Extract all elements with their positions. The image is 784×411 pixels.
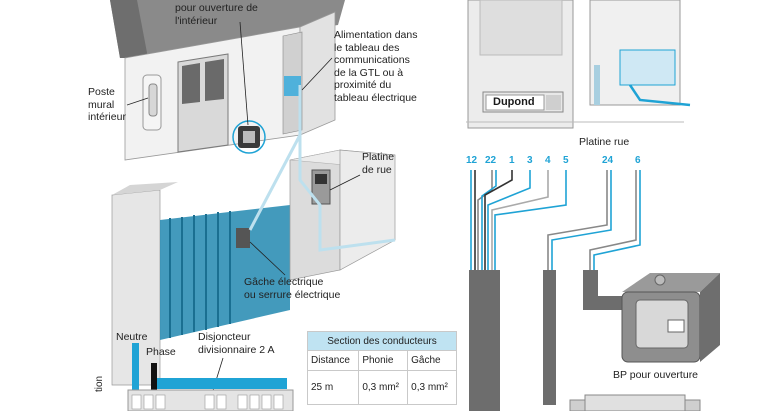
gache-label: Gâche électrique ou serrure électrique xyxy=(244,276,341,301)
cable-sheaths xyxy=(469,270,623,411)
header-phonie: Phonie xyxy=(358,350,409,371)
dupond-nameplate: Dupond xyxy=(493,96,535,108)
terminal-12: 12 xyxy=(466,155,478,166)
table-title: Section des conducteurs xyxy=(307,331,457,351)
header-gache: Gâche xyxy=(407,350,457,371)
bp-interior-label: pour ouverture de l'intérieur xyxy=(175,2,258,27)
bp-interior-box xyxy=(232,120,266,154)
bp-ouverture-box xyxy=(621,273,720,363)
poste-mural-label: Poste mural intérieur xyxy=(88,86,126,123)
platine-rue-right-label: Platine rue xyxy=(579,136,630,148)
terminal-5: 5 xyxy=(563,155,569,166)
cell-distance: 25 m xyxy=(306,370,360,405)
wall-interphone xyxy=(142,74,162,131)
bp-ouverture-label: BP pour ouverture xyxy=(613,369,699,381)
neutre-label: Neutre xyxy=(116,331,148,343)
bottom-device xyxy=(569,394,701,411)
header-distance: Distance xyxy=(306,350,360,371)
platine-devices xyxy=(466,0,691,129)
terminal-4: 4 xyxy=(545,155,551,166)
table-row: 25 m 0,3 mm² 0,3 mm² xyxy=(306,370,457,405)
terminal-22: 22 xyxy=(485,155,497,166)
terminal-6: 6 xyxy=(635,155,641,166)
platine-rue-label: Platine de rue xyxy=(362,151,395,176)
side-text: tion xyxy=(94,375,105,392)
electrical-panel xyxy=(127,343,294,411)
terminal-1: 1 xyxy=(509,155,515,166)
alimentation-label: Alimentation dans le tableau des communi… xyxy=(334,29,418,104)
phase-label: Phase xyxy=(146,346,176,358)
section-table: Section des conducteurs Distance Phonie … xyxy=(306,331,457,405)
disjoncteur-label: Disjoncteur divisionnaire 2 A xyxy=(198,331,275,356)
terminal-3: 3 xyxy=(527,155,533,166)
wiring xyxy=(470,170,641,270)
cell-gache: 0,3 mm² xyxy=(407,370,457,405)
gate xyxy=(111,85,396,386)
cell-phonie: 0,3 mm² xyxy=(358,370,409,405)
terminal-24: 24 xyxy=(602,155,614,166)
